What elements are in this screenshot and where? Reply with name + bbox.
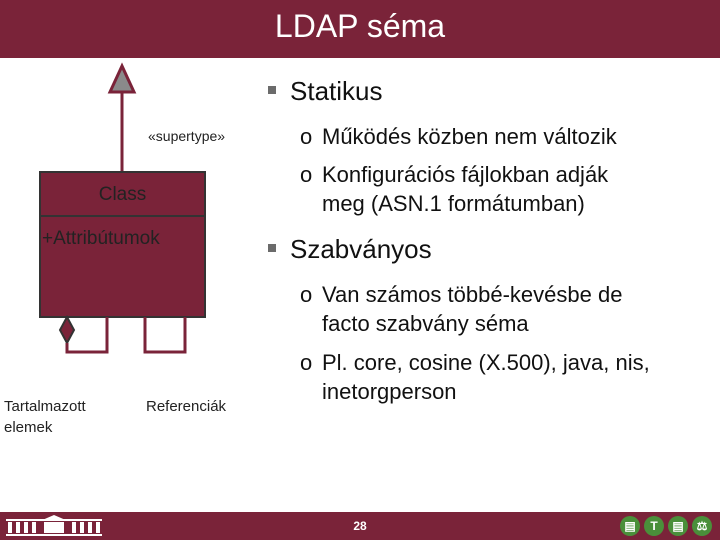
bullet-item: Statikus xyxy=(268,76,383,107)
square-bullet-icon xyxy=(268,244,276,253)
square-bullet-icon xyxy=(268,86,276,95)
book-icon[interactable]: ▤ xyxy=(668,516,688,536)
class-name: Class xyxy=(98,184,147,205)
bullet-text: Statikus xyxy=(290,76,383,106)
title-bar: LDAP séma xyxy=(0,0,720,58)
contained-label-line2: elemek xyxy=(4,419,53,436)
sub-bullet-text: meg (ASN.1 formátumban) xyxy=(322,191,585,216)
sub-bullet-text: Működés közben nem változik xyxy=(322,124,617,149)
composition-diamond xyxy=(58,314,76,346)
bullet-item: Szabványos xyxy=(268,234,432,265)
sub-bullet-text: Konfigurációs fájlokban adják xyxy=(322,162,609,187)
nav-icons: ▤ T ▤ ⚖ xyxy=(620,516,712,536)
circle-bullet-icon: o xyxy=(300,282,313,307)
sub-bullet-text: Van számos többé-kevésbe de xyxy=(322,282,623,307)
sub-bullet-item: o Működés közben nem változik xyxy=(300,122,617,151)
university-logo-icon xyxy=(6,515,102,536)
circle-bullet-icon: o xyxy=(300,124,313,149)
generalization-triangle xyxy=(107,62,137,94)
sub-bullet-item: o Konfigurációs fájlokban adják meg (ASN… xyxy=(300,160,609,218)
contained-label-line1: Tartalmazott xyxy=(4,398,86,415)
slide-title: LDAP séma xyxy=(274,8,446,44)
class-box xyxy=(39,171,206,318)
sub-bullet-text: Pl. core, cosine (X.500), java, nis, xyxy=(322,350,650,375)
references-label: Referenciák xyxy=(146,398,227,415)
circle-bullet-icon: o xyxy=(300,162,313,187)
footer-bar: 28 ▤ T ▤ ⚖ xyxy=(0,512,720,540)
class-attribute: +Attribútumok xyxy=(42,228,160,249)
composition-line xyxy=(65,317,109,354)
scale-icon[interactable]: ⚖ xyxy=(692,516,712,536)
reference-line xyxy=(143,317,187,354)
circle-bullet-icon: o xyxy=(300,350,313,375)
page-number: 28 xyxy=(353,519,367,533)
book-icon[interactable]: ▤ xyxy=(620,516,640,536)
sub-bullet-item: o Pl. core, cosine (X.500), java, nis, i… xyxy=(300,348,650,406)
teacher-icon[interactable]: T xyxy=(644,516,664,536)
sub-bullet-text: inetorgperson xyxy=(322,379,457,404)
bullet-text: Szabványos xyxy=(290,234,432,264)
stereotype-label: «supertype» xyxy=(148,128,226,144)
sub-bullet-text: facto szabvány séma xyxy=(322,311,529,336)
sub-bullet-item: o Van számos többé-kevésbe de facto szab… xyxy=(300,280,623,338)
